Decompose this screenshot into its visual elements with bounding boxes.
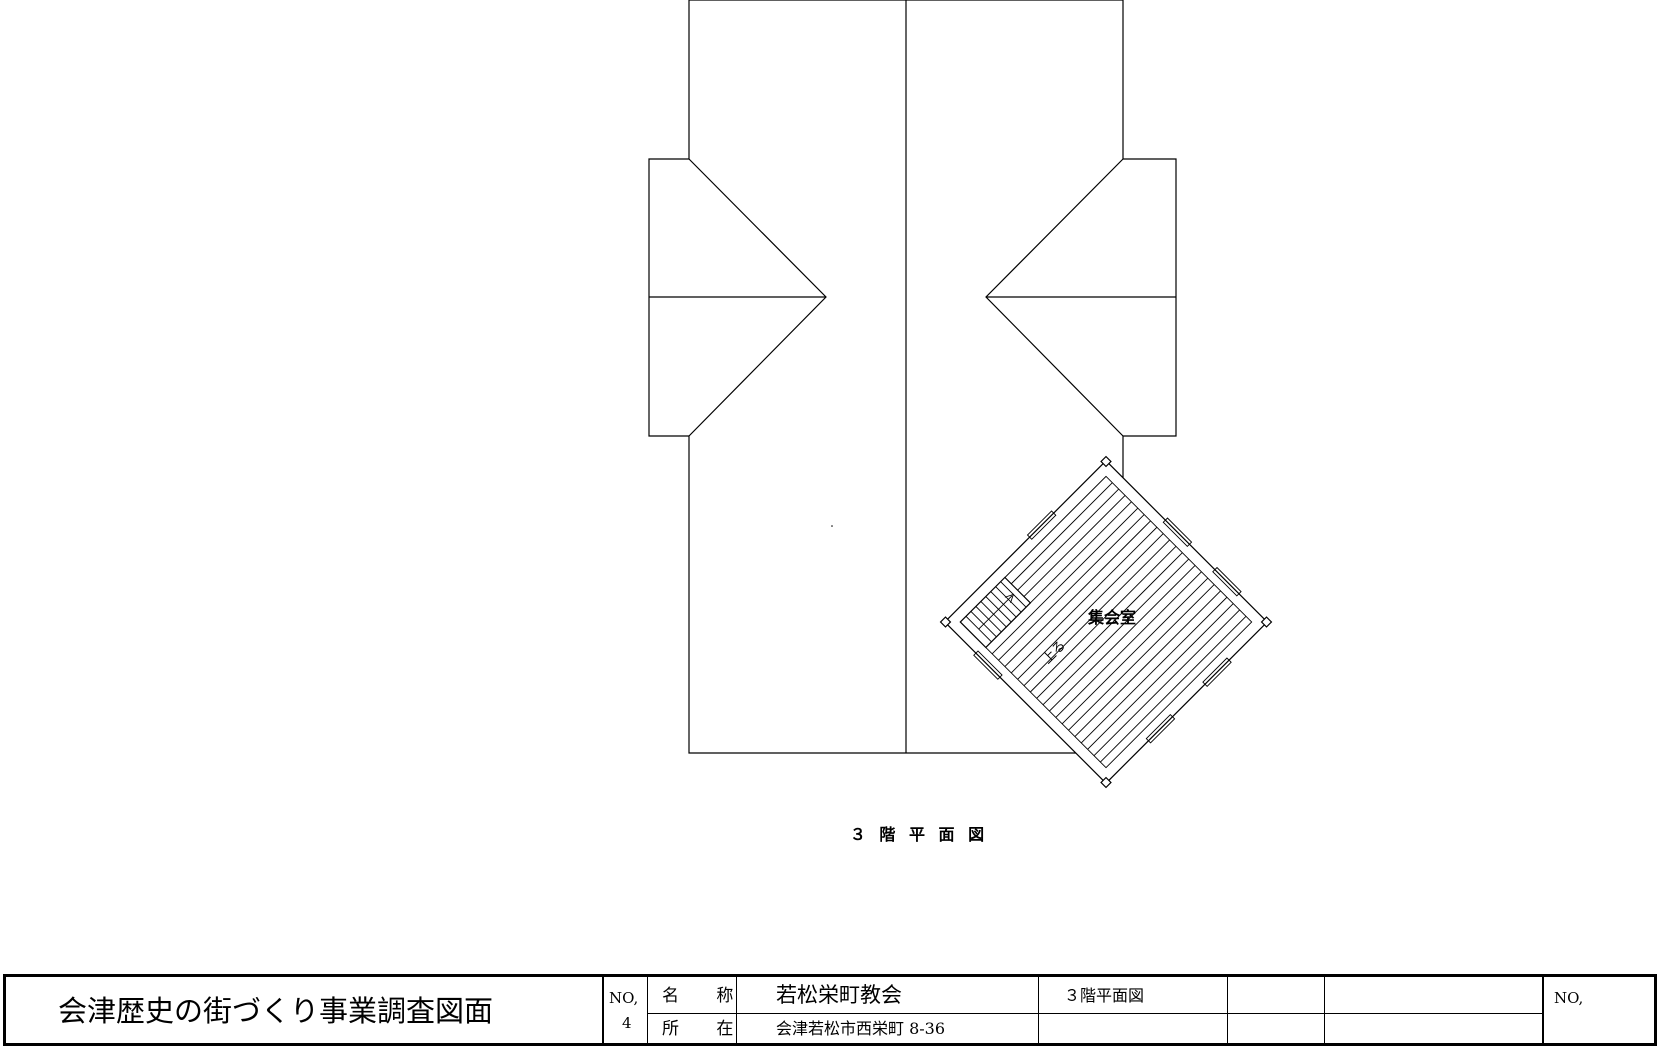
value-divider <box>1038 977 1039 1043</box>
hatch-line <box>1093 609 1240 756</box>
name-value: 若松栄町教会 <box>776 983 902 1007</box>
no-label: NO, <box>609 989 639 1007</box>
hatch-line <box>1030 546 1177 693</box>
project-title: 会津歴史の街づくり事業調査図面 <box>58 994 494 1028</box>
hatch-line <box>1004 520 1151 667</box>
staircase <box>959 576 1032 649</box>
hatch-line <box>1023 539 1170 686</box>
hatch-line <box>991 507 1139 655</box>
sheet-divider <box>1227 977 1228 1043</box>
title-block: 会津歴史の街づくり事業調査図面 NO, 4 名 称 若松栄町教会 所 在 会津若… <box>3 974 1657 1046</box>
no-value: 4 <box>622 1014 632 1032</box>
hatch-line <box>1061 577 1209 725</box>
title-divider <box>602 977 604 1043</box>
floor-plan-caption: ３ 階 平 面 図 <box>850 825 988 844</box>
row-divider <box>647 1013 1542 1014</box>
no-divider <box>647 977 648 1043</box>
location-value: 会津若松市西栄町 8-36 <box>776 1019 946 1038</box>
hatch-line <box>1042 558 1190 706</box>
hatch-line <box>998 514 1145 661</box>
right-no-label: NO, <box>1554 989 1584 1007</box>
hatch-line <box>1010 526 1158 674</box>
hatch-line <box>1080 596 1228 744</box>
plan-dot <box>831 525 833 527</box>
floor-plan-drawing: 集会室 上る ３ 階 平 面 図 <box>648 0 1273 844</box>
hatch-line <box>1049 565 1196 712</box>
location-label: 所 在 <box>662 1019 734 1039</box>
meeting-room <box>939 455 1273 789</box>
hatch-line <box>1074 590 1221 737</box>
hatch-line <box>1036 552 1183 699</box>
label-divider <box>736 977 737 1043</box>
room-label: 集会室 <box>1087 608 1136 627</box>
hatch-line <box>1087 603 1234 750</box>
corner-posts <box>939 455 1273 789</box>
hatch-line <box>1055 571 1202 718</box>
hatch-line <box>1068 584 1215 731</box>
meeting-room-outer-wall <box>943 459 1269 785</box>
blank-divider-2 <box>1542 977 1544 1043</box>
name-label: 名 称 <box>662 986 734 1006</box>
hatch-line <box>1100 616 1247 763</box>
blank-divider-1 <box>1324 977 1325 1043</box>
hatch-line <box>1017 533 1164 680</box>
sheet-title: ３階平面図 <box>1064 986 1145 1005</box>
window-marks <box>973 510 1242 744</box>
